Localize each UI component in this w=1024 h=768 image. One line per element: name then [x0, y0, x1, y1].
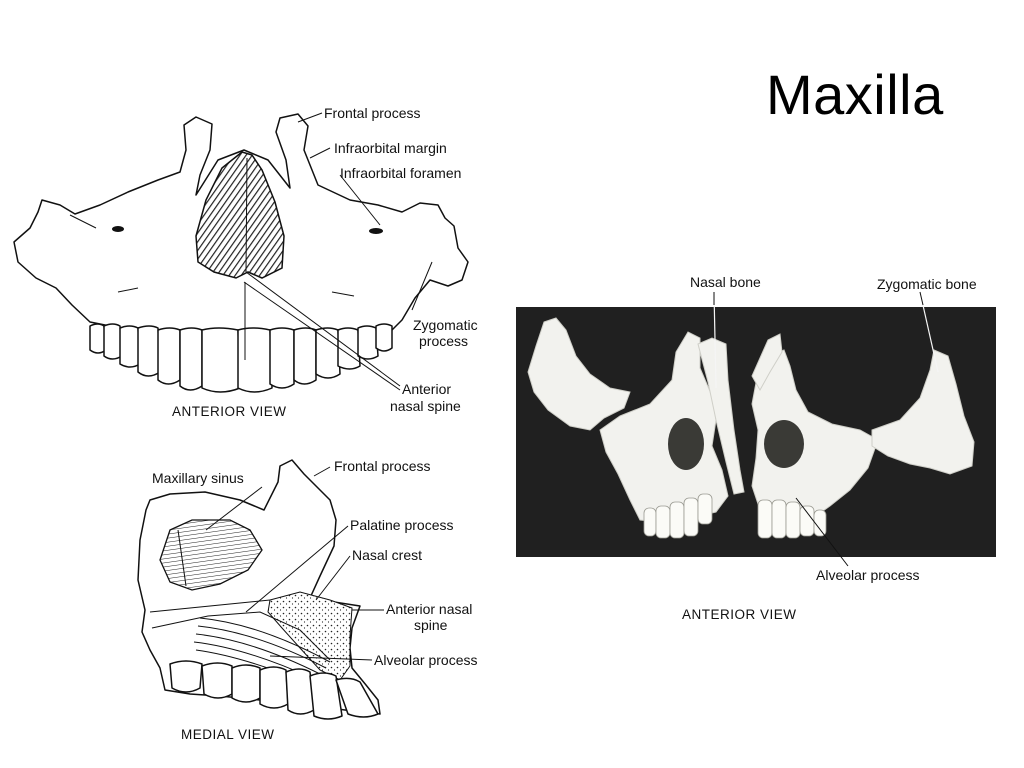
anterior-view-drawing: Frontal process Infraorbital margin Infr…	[13, 105, 478, 419]
label-medial-anterior-nasal-spine-2: spine	[414, 617, 448, 633]
anterior-view-photo: Nasal bone Zygomatic bone Alveolar proce…	[516, 274, 996, 622]
label-zygomatic-process-2: process	[419, 333, 468, 349]
label-frontal-process: Frontal process	[324, 105, 420, 121]
medial-view-drawing: Maxillary sinus Frontal process Palatine…	[137, 458, 478, 742]
label-maxillary-sinus: Maxillary sinus	[152, 470, 244, 486]
page-title: Maxilla	[766, 63, 944, 126]
label-zygomatic-bone: Zygomatic bone	[877, 276, 977, 292]
right-infraorbital-foramen	[369, 228, 383, 234]
medial-teeth	[169, 660, 379, 720]
photo-left-maxilla	[599, 331, 729, 523]
photo-right-zygomatic	[871, 349, 975, 475]
label-infraorbital-foramen: Infraorbital foramen	[340, 165, 461, 181]
label-medial-frontal-process: Frontal process	[334, 458, 430, 474]
photo-right-maxilla	[751, 349, 879, 523]
photo-nasal-bone-right	[751, 333, 783, 392]
anterior-teeth	[89, 323, 393, 393]
photo-teeth	[643, 493, 827, 539]
label-medial-alveolar-process: Alveolar process	[374, 652, 478, 668]
label-infraorbital-margin: Infraorbital margin	[334, 140, 447, 156]
label-anterior-nasal-spine-2: nasal spine	[390, 398, 461, 414]
photo-nasal-bone-left	[697, 337, 745, 495]
label-medial-anterior-nasal-spine-1: Anterior nasal	[386, 601, 472, 617]
label-anterior-nasal-spine-1: Anterior	[402, 381, 451, 397]
maxillary-sinus	[159, 519, 263, 591]
caption-medial-view: MEDIAL VIEW	[181, 727, 275, 742]
label-palatine-process: Palatine process	[350, 517, 454, 533]
left-infraorbital-foramen	[112, 226, 124, 232]
nasal-aperture	[195, 151, 285, 279]
photo-right-sinus-shadow	[764, 420, 804, 468]
label-nasal-bone: Nasal bone	[690, 274, 761, 290]
label-nasal-crest: Nasal crest	[352, 547, 422, 563]
photo-left-sinus-shadow	[668, 418, 704, 470]
caption-anterior-view-photo: ANTERIOR VIEW	[682, 607, 797, 622]
label-zygomatic-process-1: Zygomatic	[413, 317, 478, 333]
label-photo-alveolar-process: Alveolar process	[816, 567, 920, 583]
photo-left-zygomatic	[527, 317, 631, 431]
caption-anterior-view-drawing: ANTERIOR VIEW	[172, 404, 287, 419]
